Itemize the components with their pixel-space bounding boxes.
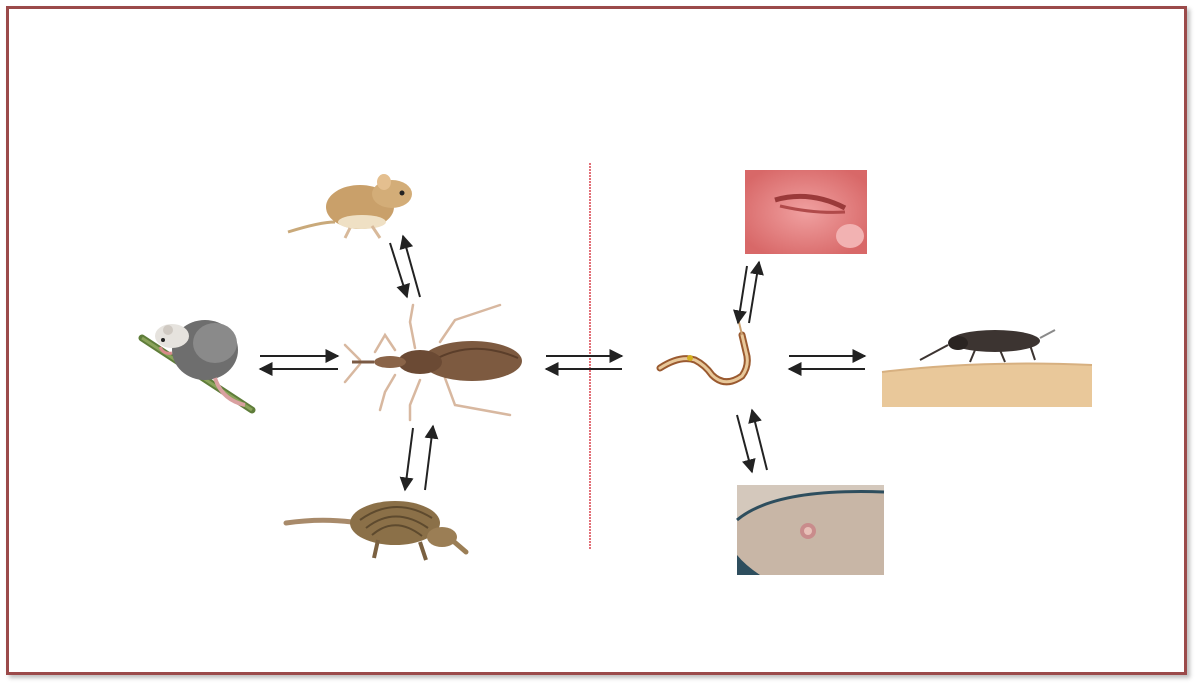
arrow-parasite-lesion [737, 410, 767, 472]
arrow-bug-parasite [546, 356, 622, 369]
skin-lesion-photo [737, 485, 884, 575]
opossum-image [142, 320, 252, 410]
rodent-image [288, 174, 412, 238]
trypanosome-image [660, 318, 747, 382]
eye-swelling-photo [745, 170, 867, 254]
kissing-bug-image [345, 305, 522, 420]
armadillo-image [286, 501, 466, 560]
arrow-rodent-bug [390, 236, 420, 297]
insect-feeding-photo [882, 330, 1092, 407]
arrow-parasite-eye [738, 262, 759, 323]
arrow-opossum-bug [260, 356, 338, 369]
arrow-parasite-insect [789, 356, 865, 369]
arrow-bug-armadillo [405, 426, 433, 490]
